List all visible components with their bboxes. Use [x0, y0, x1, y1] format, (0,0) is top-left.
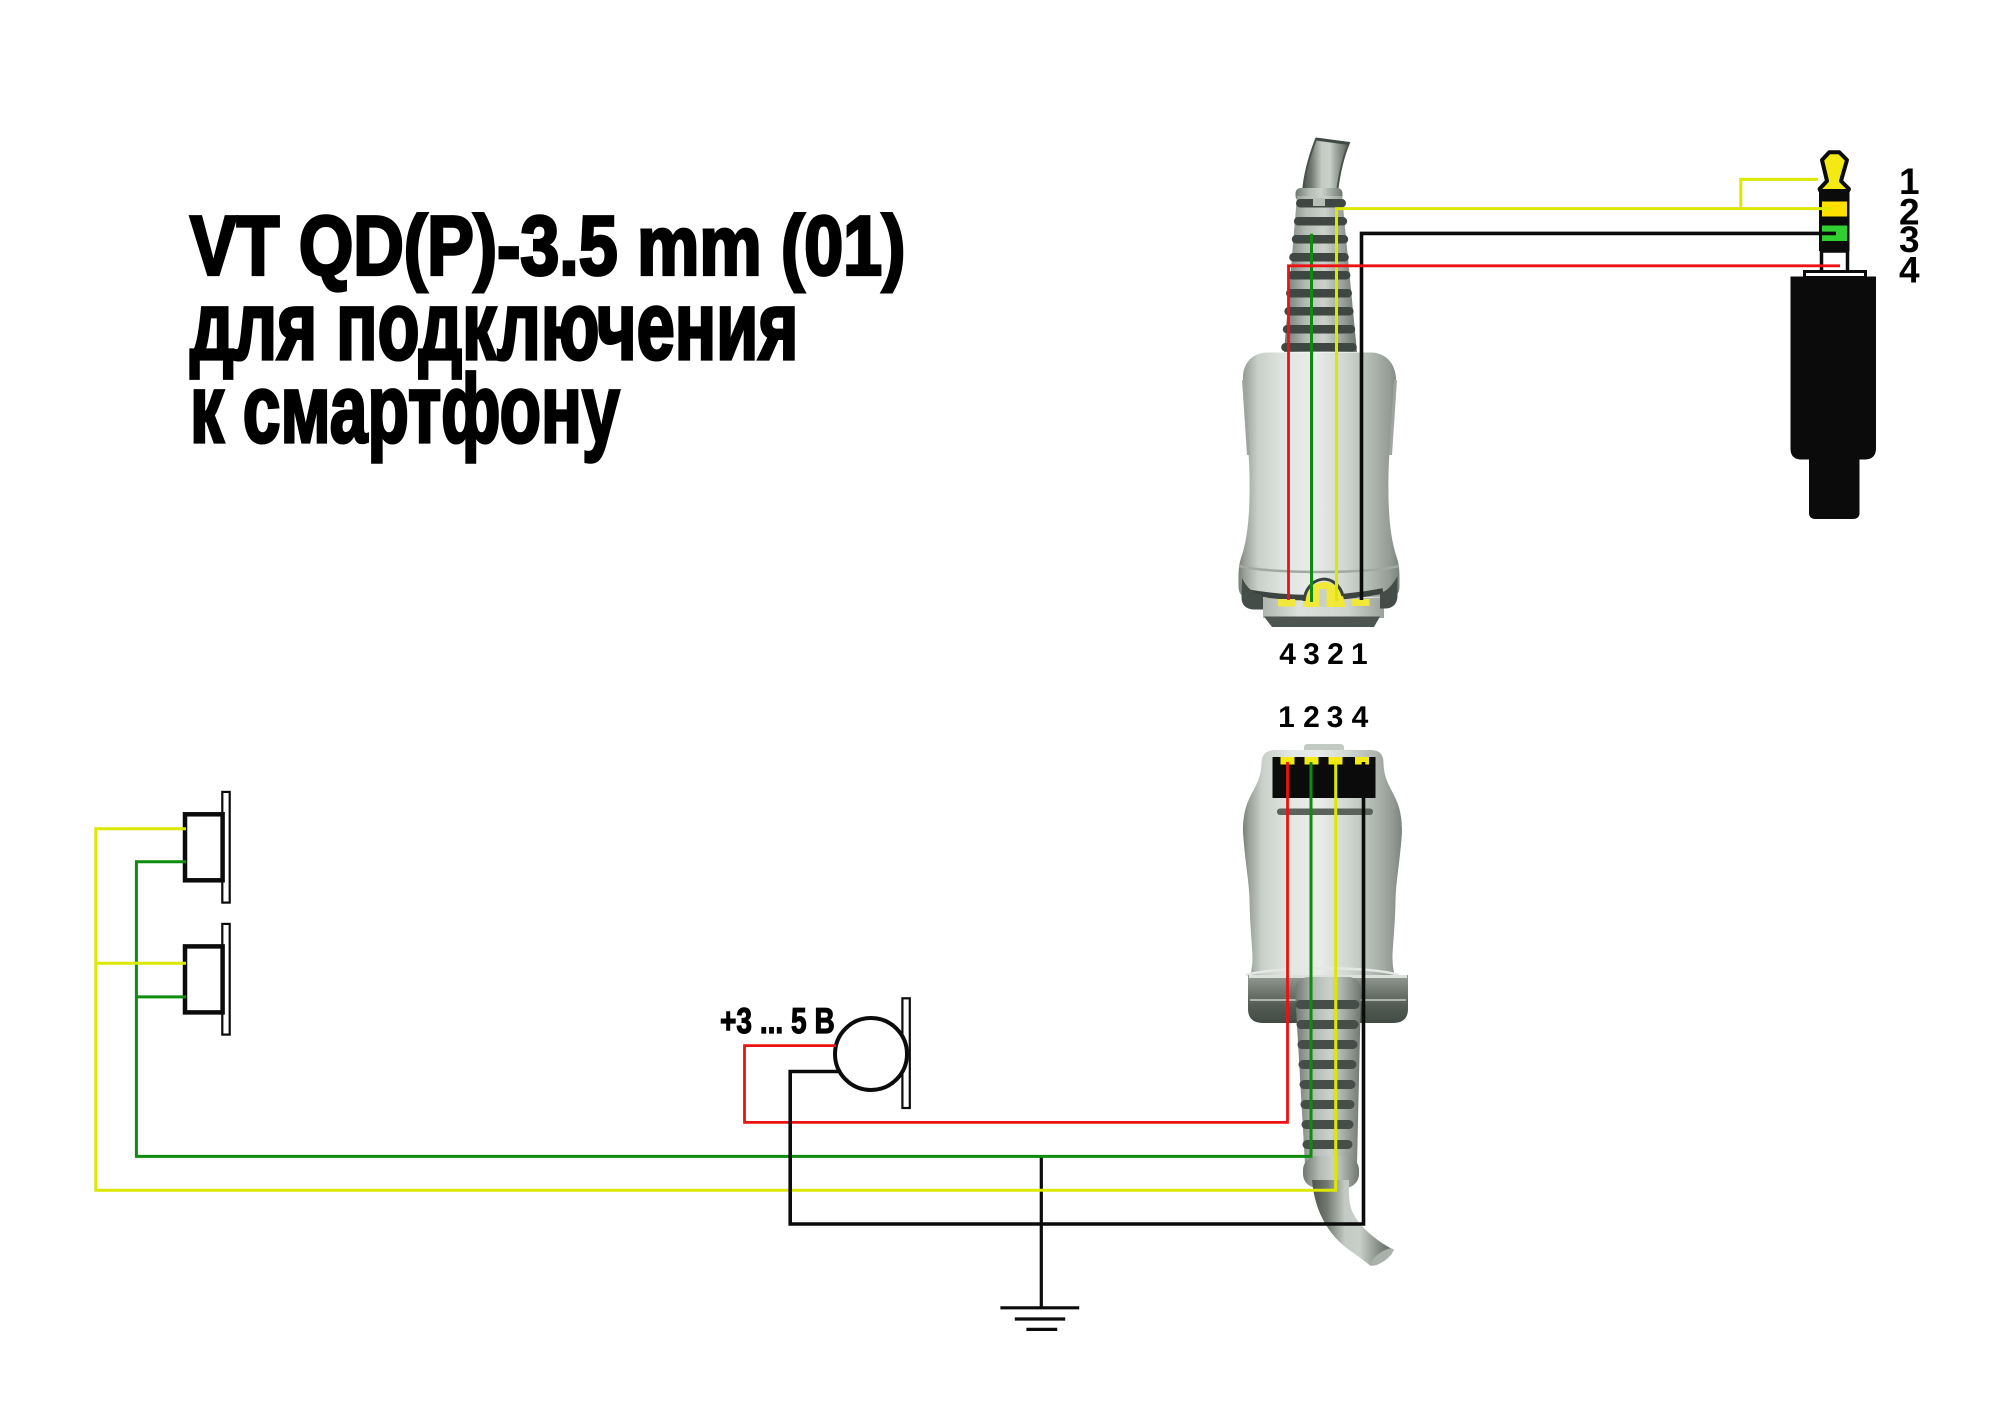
svg-text:к смартфону: к смартфону [190, 354, 620, 463]
svg-text:3: 3 [1327, 701, 1344, 734]
svg-text:4: 4 [1352, 701, 1369, 734]
svg-text:2: 2 [1899, 192, 1920, 233]
svg-text:+3 ... 5 В: +3 ... 5 В [720, 1000, 835, 1041]
svg-text:для подключения: для подключения [190, 271, 798, 380]
svg-text:3: 3 [1899, 219, 1920, 260]
svg-text:1: 1 [1899, 161, 1920, 202]
svg-text:1: 1 [1278, 701, 1295, 734]
svg-text:3: 3 [1303, 638, 1320, 671]
svg-text:2: 2 [1327, 638, 1344, 671]
svg-text:1: 1 [1351, 638, 1368, 671]
svg-text:VT QD(P)-3.5 mm (01): VT QD(P)-3.5 mm (01) [190, 199, 905, 293]
svg-text:4: 4 [1899, 250, 1920, 291]
svg-text:4: 4 [1279, 638, 1296, 671]
svg-text:2: 2 [1303, 701, 1320, 734]
